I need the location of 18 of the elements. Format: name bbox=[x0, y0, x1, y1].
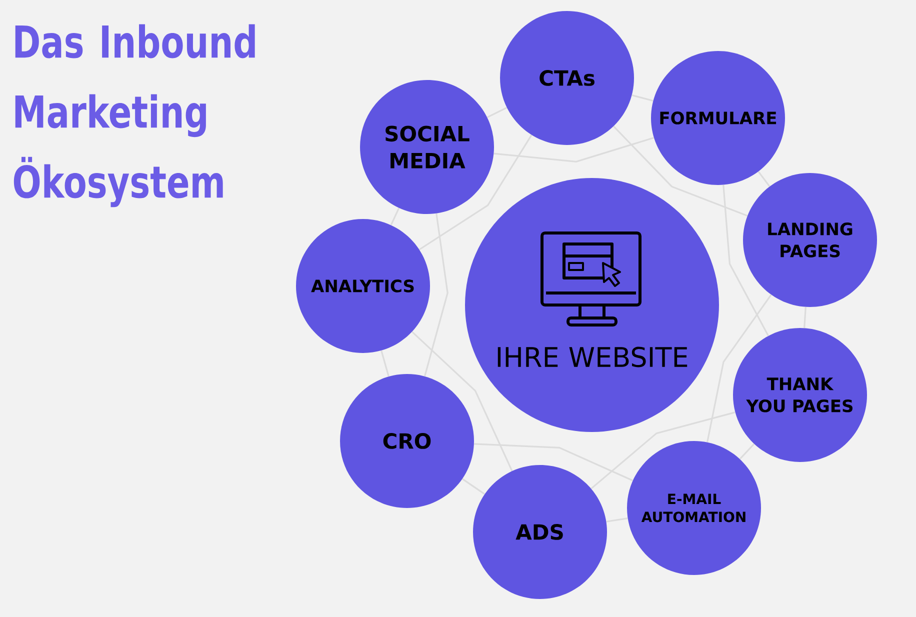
connector-line bbox=[474, 443, 633, 482]
connector-line bbox=[486, 106, 508, 118]
connector-line bbox=[722, 184, 769, 336]
title: Das Inbound Marketing Ökosystem bbox=[14, 24, 255, 208]
connector-line bbox=[419, 134, 532, 250]
connector-line bbox=[462, 478, 485, 495]
connector-line bbox=[590, 412, 736, 490]
connector-line bbox=[606, 518, 628, 522]
connector-line bbox=[390, 208, 400, 226]
connector-line bbox=[412, 331, 513, 472]
connector-line bbox=[380, 350, 390, 377]
connector-line bbox=[424, 213, 448, 376]
connector-line bbox=[739, 443, 755, 460]
connector-line bbox=[758, 171, 770, 187]
connector-line bbox=[613, 126, 748, 217]
connector-line bbox=[494, 137, 654, 162]
connector-line bbox=[706, 294, 772, 442]
connector-line bbox=[632, 94, 654, 102]
